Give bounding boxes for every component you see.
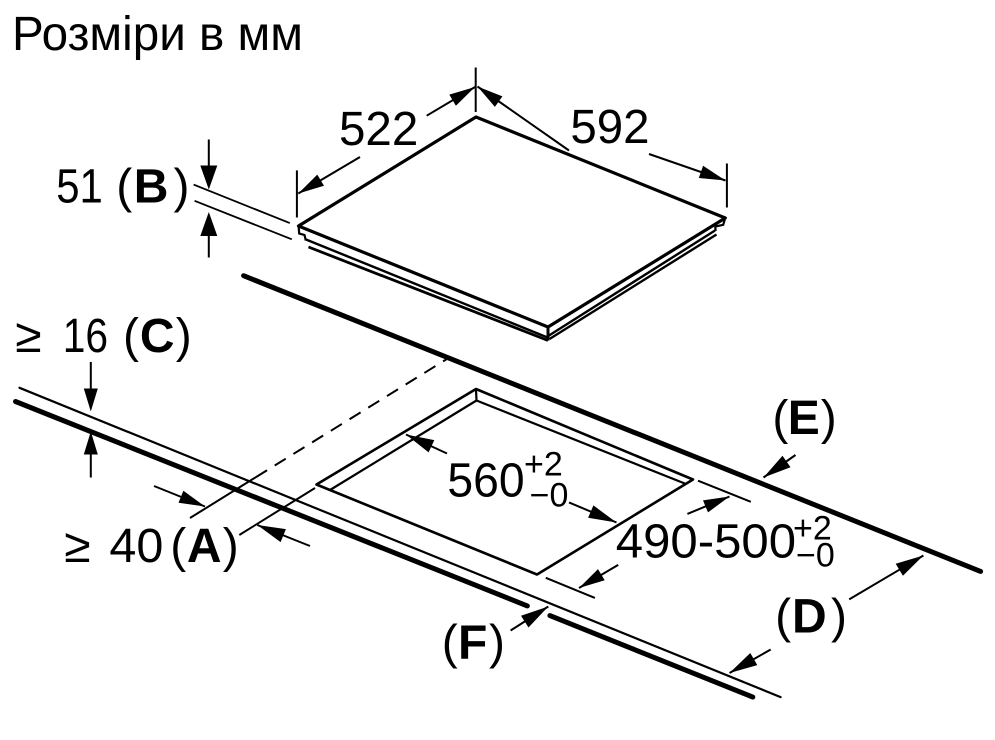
svg-text:+2: +2 xyxy=(793,510,832,548)
svg-text:E: E xyxy=(788,392,820,445)
svg-text:A: A xyxy=(187,520,222,573)
svg-text:F: F xyxy=(458,617,487,670)
svg-text:(: ( xyxy=(170,520,186,573)
svg-text:560: 560 xyxy=(447,454,524,507)
svg-text:≥: ≥ xyxy=(15,310,41,363)
svg-text:): ) xyxy=(831,591,847,644)
svg-text:(: ( xyxy=(442,617,458,670)
svg-text:(: ( xyxy=(116,161,132,214)
svg-text:592: 592 xyxy=(570,101,649,154)
svg-text:(: ( xyxy=(123,310,139,363)
svg-text:): ) xyxy=(821,392,837,445)
svg-text:16: 16 xyxy=(63,310,108,363)
svg-text:): ) xyxy=(176,310,192,363)
svg-text:): ) xyxy=(223,520,239,573)
svg-text:51: 51 xyxy=(56,161,103,214)
svg-text:−0: −0 xyxy=(530,476,569,514)
svg-text:+2: +2 xyxy=(524,445,563,483)
svg-text:40: 40 xyxy=(109,520,163,573)
svg-text:490-500: 490-500 xyxy=(616,516,796,569)
svg-text:−0: −0 xyxy=(796,537,835,575)
svg-text:(: ( xyxy=(775,591,791,644)
svg-text:B: B xyxy=(134,161,169,214)
svg-text:): ) xyxy=(174,161,190,214)
svg-text:(: ( xyxy=(772,392,788,445)
svg-text:Розміри в мм: Розміри в мм xyxy=(12,8,303,61)
svg-text:522: 522 xyxy=(339,103,418,156)
svg-text:): ) xyxy=(489,617,505,670)
svg-text:C: C xyxy=(140,310,175,363)
svg-text:D: D xyxy=(792,591,827,644)
svg-text:≥: ≥ xyxy=(64,520,90,573)
